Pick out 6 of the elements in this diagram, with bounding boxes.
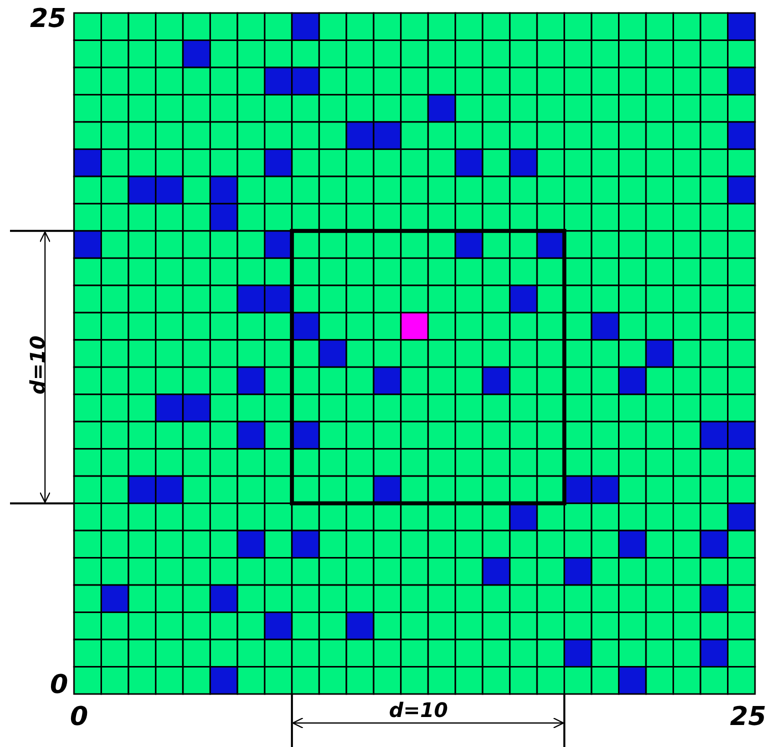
axis-label: 25 <box>730 704 766 730</box>
dimension-label: d=10 <box>389 700 448 720</box>
axis-label: 25 <box>30 6 66 32</box>
dimension-label: d=10 <box>27 336 48 394</box>
axis-label: 0 <box>70 704 88 730</box>
axis-label: 0 <box>50 672 68 698</box>
